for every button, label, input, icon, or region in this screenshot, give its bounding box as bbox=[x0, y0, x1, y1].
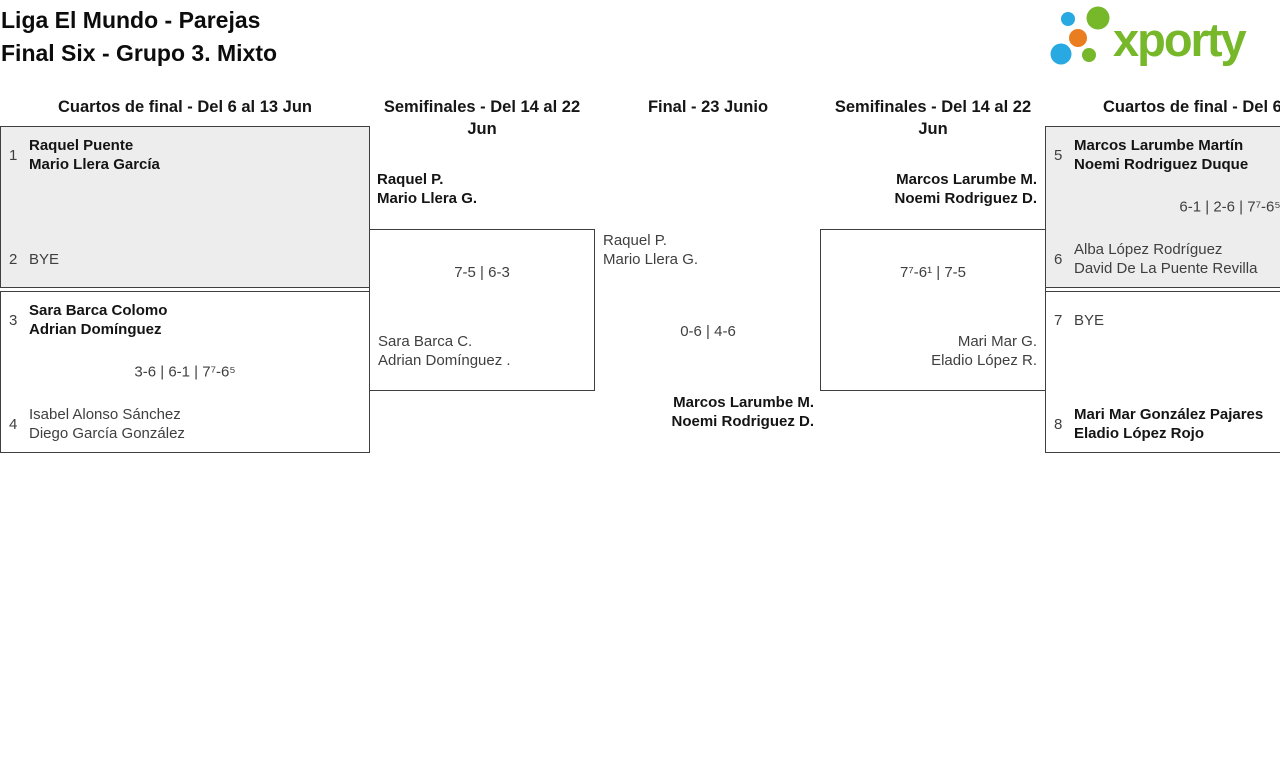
team-name: Isabel Alonso Sánchez Diego García Gonzá… bbox=[29, 405, 185, 443]
player-name: Adrian Domínguez . bbox=[378, 352, 511, 369]
xporty-logo[interactable]: xporty bbox=[1046, 2, 1280, 68]
team-row: 6 Alba López Rodríguez David De La Puent… bbox=[1054, 240, 1280, 278]
logo-wordmark: xporty bbox=[1113, 13, 1247, 66]
match-box-sf-left: 7-5 | 6-3 Sara Barca C. Adrian Domínguez… bbox=[369, 229, 595, 391]
seed-number: 6 bbox=[1054, 250, 1063, 268]
team-row: 7 BYE bbox=[1054, 301, 1280, 339]
logo-dot-green-small bbox=[1082, 48, 1096, 62]
team-row: 1 Raquel Puente Mario Llera García bbox=[9, 136, 363, 174]
team-name: Mari Mar González Pajares Eladio López R… bbox=[1074, 405, 1263, 443]
match-score: 6-1 | 2-6 | 7⁷-6⁵ bbox=[1179, 198, 1280, 216]
player-name: David De La Puente Revilla bbox=[1074, 260, 1258, 277]
team-row: 2 BYE bbox=[9, 240, 363, 278]
player-name: Raquel P. bbox=[603, 232, 667, 249]
logo-dot-green-large bbox=[1086, 6, 1110, 30]
player-name: Mario Llera G. bbox=[377, 190, 478, 207]
final-bottom-team: Marcos Larumbe M. Noemi Rodriguez D. bbox=[671, 393, 814, 431]
team-row: 8 Mari Mar González Pajares Eladio López… bbox=[1054, 405, 1280, 443]
player-name: Eladio López Rojo bbox=[1074, 425, 1204, 442]
team-name: BYE bbox=[29, 250, 59, 269]
seed-number: 3 bbox=[9, 311, 18, 329]
player-name: Marcos Larumbe M. bbox=[673, 394, 814, 411]
player-name: Isabel Alonso Sánchez bbox=[29, 406, 181, 423]
player-name: Mario Llera García bbox=[29, 156, 160, 173]
player-name: Eladio López R. bbox=[931, 352, 1037, 369]
player-name: Mario Llera G. bbox=[603, 251, 699, 268]
team-name: Raquel Puente Mario Llera García bbox=[29, 136, 160, 174]
final-score: 0-6 | 4-6 bbox=[680, 323, 736, 340]
player-name: Adrian Domínguez bbox=[29, 321, 162, 338]
seed-number: 5 bbox=[1054, 146, 1063, 164]
team-name: Marcos Larumbe Martín Noemi Rodriguez Du… bbox=[1074, 136, 1248, 174]
player-name: Mari Mar González Pajares bbox=[1074, 406, 1264, 423]
sf-right-winner-team: Marcos Larumbe M. Noemi Rodriguez D. bbox=[894, 170, 1037, 208]
match-box-sf-right: 7⁷-6¹ | 7-5 Mari Mar G. Eladio López R. bbox=[820, 229, 1046, 391]
player-name: Noemi Rodriguez D. bbox=[671, 413, 814, 430]
team-row: 4 Isabel Alonso Sánchez Diego García Gon… bbox=[9, 405, 363, 443]
logo-dot-orange bbox=[1069, 29, 1087, 47]
player-name: BYE bbox=[1074, 311, 1105, 329]
match-box-qf-right-bottom: 7 BYE 8 Mari Mar González Pajares Eladio… bbox=[1045, 291, 1280, 453]
player-name: Diego García González bbox=[29, 425, 185, 442]
team-row: 5 Marcos Larumbe Martín Noemi Rodriguez … bbox=[1054, 136, 1280, 174]
player-name: Raquel Puente bbox=[29, 137, 134, 154]
player-name: BYE bbox=[29, 250, 60, 268]
round-header-final: Final - 23 Junio bbox=[647, 98, 769, 116]
seed-number: 8 bbox=[1054, 415, 1063, 433]
round-header-semifinals-right: Semifinales - Del 14 al 22 Jun bbox=[834, 98, 1032, 138]
player-name: Raquel P. bbox=[377, 171, 444, 188]
match-box-qf-left-top: 1 Raquel Puente Mario Llera García 2 BYE bbox=[0, 126, 370, 288]
sf-left-loser-team: Sara Barca C. Adrian Domínguez . bbox=[378, 332, 511, 370]
team-name: BYE bbox=[1074, 311, 1104, 330]
match-box-qf-right-top: 5 Marcos Larumbe Martín Noemi Rodriguez … bbox=[1045, 126, 1280, 288]
page-title-line2: Final Six - Grupo 3. Mixto bbox=[1, 40, 278, 66]
seed-number: 1 bbox=[9, 146, 18, 164]
final-top-team: Raquel P. Mario Llera G. bbox=[603, 231, 698, 269]
seed-number: 7 bbox=[1054, 311, 1063, 329]
logo-dot-blue-large bbox=[1050, 43, 1072, 65]
logo-dot-blue-small bbox=[1061, 12, 1075, 26]
match-score: 7⁷-6¹ | 7-5 bbox=[899, 264, 966, 281]
seed-number: 4 bbox=[9, 415, 18, 433]
seed-number: 2 bbox=[9, 250, 18, 268]
player-name: Sara Barca Colomo bbox=[29, 302, 168, 319]
round-header-quarterfinals-right: Cuartos de final - Del 6 al 13 Jun bbox=[1103, 98, 1280, 116]
page-title: Liga El Mundo - Parejas Final Six - Grup… bbox=[1, 4, 277, 70]
player-name: Sara Barca C. bbox=[378, 333, 473, 350]
team-name: Sara Barca Colomo Adrian Domínguez bbox=[29, 301, 167, 339]
team-row: 3 Sara Barca Colomo Adrian Domínguez bbox=[9, 301, 363, 339]
round-header-semifinals-left: Semifinales - Del 14 al 22 Jun bbox=[383, 98, 581, 138]
sf-right-loser-team: Mari Mar G. Eladio López R. bbox=[931, 332, 1037, 370]
player-name: Alba López Rodríguez bbox=[1074, 241, 1223, 258]
page-title-line1: Liga El Mundo - Parejas bbox=[1, 7, 261, 33]
round-header-quarterfinals-left: Cuartos de final - Del 6 al 13 Jun bbox=[58, 98, 312, 116]
sf-left-winner-team: Raquel P. Mario Llera G. bbox=[377, 170, 477, 208]
match-score: 3-6 | 6-1 | 7⁷-6⁵ bbox=[134, 363, 236, 381]
match-box-qf-left-bottom: 3 Sara Barca Colomo Adrian Domínguez 3-6… bbox=[0, 291, 370, 453]
player-name: Noemi Rodriguez Duque bbox=[1074, 156, 1249, 173]
team-name: Alba López Rodríguez David De La Puente … bbox=[1074, 240, 1257, 278]
match-score: 7-5 | 6-3 bbox=[454, 264, 510, 281]
player-name: Noemi Rodriguez D. bbox=[894, 190, 1037, 207]
player-name: Marcos Larumbe M. bbox=[896, 171, 1037, 188]
player-name: Marcos Larumbe Martín bbox=[1074, 137, 1244, 154]
player-name: Mari Mar G. bbox=[957, 333, 1037, 350]
